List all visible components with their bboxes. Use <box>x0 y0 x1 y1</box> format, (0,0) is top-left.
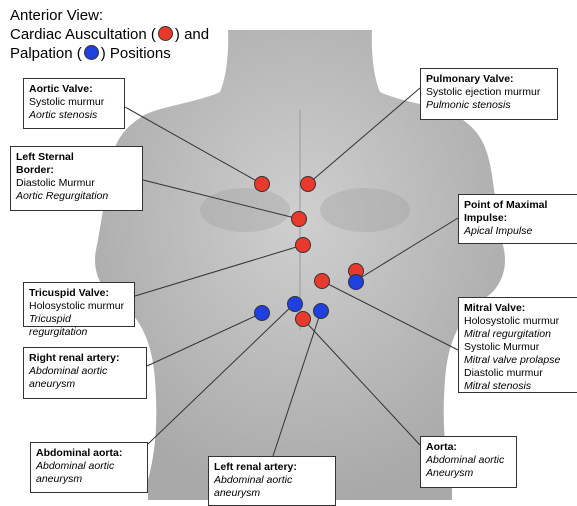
left-renal-palpation-dot <box>314 304 329 319</box>
label-detail: Tricuspid regurgitation <box>29 313 129 339</box>
label-detail: Aortic Regurgitation <box>16 190 137 203</box>
title-line3-pre: Palpation ( <box>10 45 82 62</box>
label-heading: Point of Maximal <box>464 199 572 212</box>
label-heading: Left renal artery: <box>214 461 330 474</box>
label-detail: Abdominal aortic <box>426 454 511 467</box>
title-line2-post: ) and <box>175 26 209 43</box>
label-detail: Holosystolic murmur <box>464 315 572 328</box>
right-renal-palpation-dot <box>255 306 270 321</box>
label-detail: Abdominal aortic <box>214 474 330 487</box>
mitral-auscultation-dot <box>315 274 330 289</box>
palpation-legend-icon <box>84 45 99 60</box>
title-line2-pre: Cardiac Auscultation ( <box>10 26 156 43</box>
diagram-title-line3: Palpation ( ) Positions <box>10 44 171 63</box>
diagram-title-line2: Cardiac Auscultation ( ) and <box>10 25 209 44</box>
label-detail: aneurysm <box>214 487 330 500</box>
label-detail: aneurysm <box>29 378 141 391</box>
diagram-title-line1: Anterior View: <box>10 6 103 25</box>
label-heading: Left Sternal <box>16 151 137 164</box>
label-detail: Mitral stenosis <box>464 380 572 393</box>
pmi-palpation-dot <box>349 275 364 290</box>
label-detail: Diastolic Murmur <box>16 177 137 190</box>
label-heading: Right renal artery: <box>29 352 141 365</box>
label-detail: Diastolic murmur <box>464 367 572 380</box>
label-heading: Border: <box>16 164 137 177</box>
label-heading: Aortic Valve: <box>29 83 119 96</box>
label-detail: Mitral valve prolapse <box>464 354 572 367</box>
label-detail: Systolic murmur <box>29 96 119 109</box>
label-heading: Pulmonary Valve: <box>426 73 552 86</box>
title-line3-post: ) Positions <box>101 45 171 62</box>
label-heading: Impulse: <box>464 212 572 225</box>
pectoral-shadow-left <box>200 188 290 232</box>
label-detail: Holosystolic murmur <box>29 300 129 313</box>
label-detail: Aneurysm <box>426 467 511 480</box>
label-heading: Mitral Valve: <box>464 302 572 315</box>
sternal-border-auscultation-dot <box>292 212 307 227</box>
pulmonary-valve-label: Pulmonary Valve:Systolic ejection murmur… <box>420 68 558 120</box>
label-detail: Apical Impulse <box>464 225 572 238</box>
pulmonary-auscultation-dot <box>301 177 316 192</box>
label-detail: Aortic stenosis <box>29 109 119 122</box>
label-detail: Pulmonic stenosis <box>426 99 552 112</box>
label-detail: Systolic Murmur <box>464 341 572 354</box>
label-detail: Abdominal aortic <box>29 365 141 378</box>
aorta-auscultation-dot <box>296 312 311 327</box>
label-heading: Tricuspid Valve: <box>29 287 129 300</box>
tricuspid-auscultation-dot <box>296 238 311 253</box>
pectoral-shadow-right <box>320 188 410 232</box>
label-detail: Systolic ejection murmur <box>426 86 552 99</box>
label-heading: Abdominal aorta: <box>36 447 142 460</box>
auscultation-legend-icon <box>158 26 173 41</box>
label-heading: Aorta: <box>426 441 511 454</box>
label-detail: Abdominal aortic <box>36 460 142 473</box>
label-detail: Mitral regurgitation <box>464 328 572 341</box>
aortic-auscultation-dot <box>255 177 270 192</box>
abdominal-aorta-palpation-dot <box>288 297 303 312</box>
label-detail: aneurysm <box>36 473 142 486</box>
